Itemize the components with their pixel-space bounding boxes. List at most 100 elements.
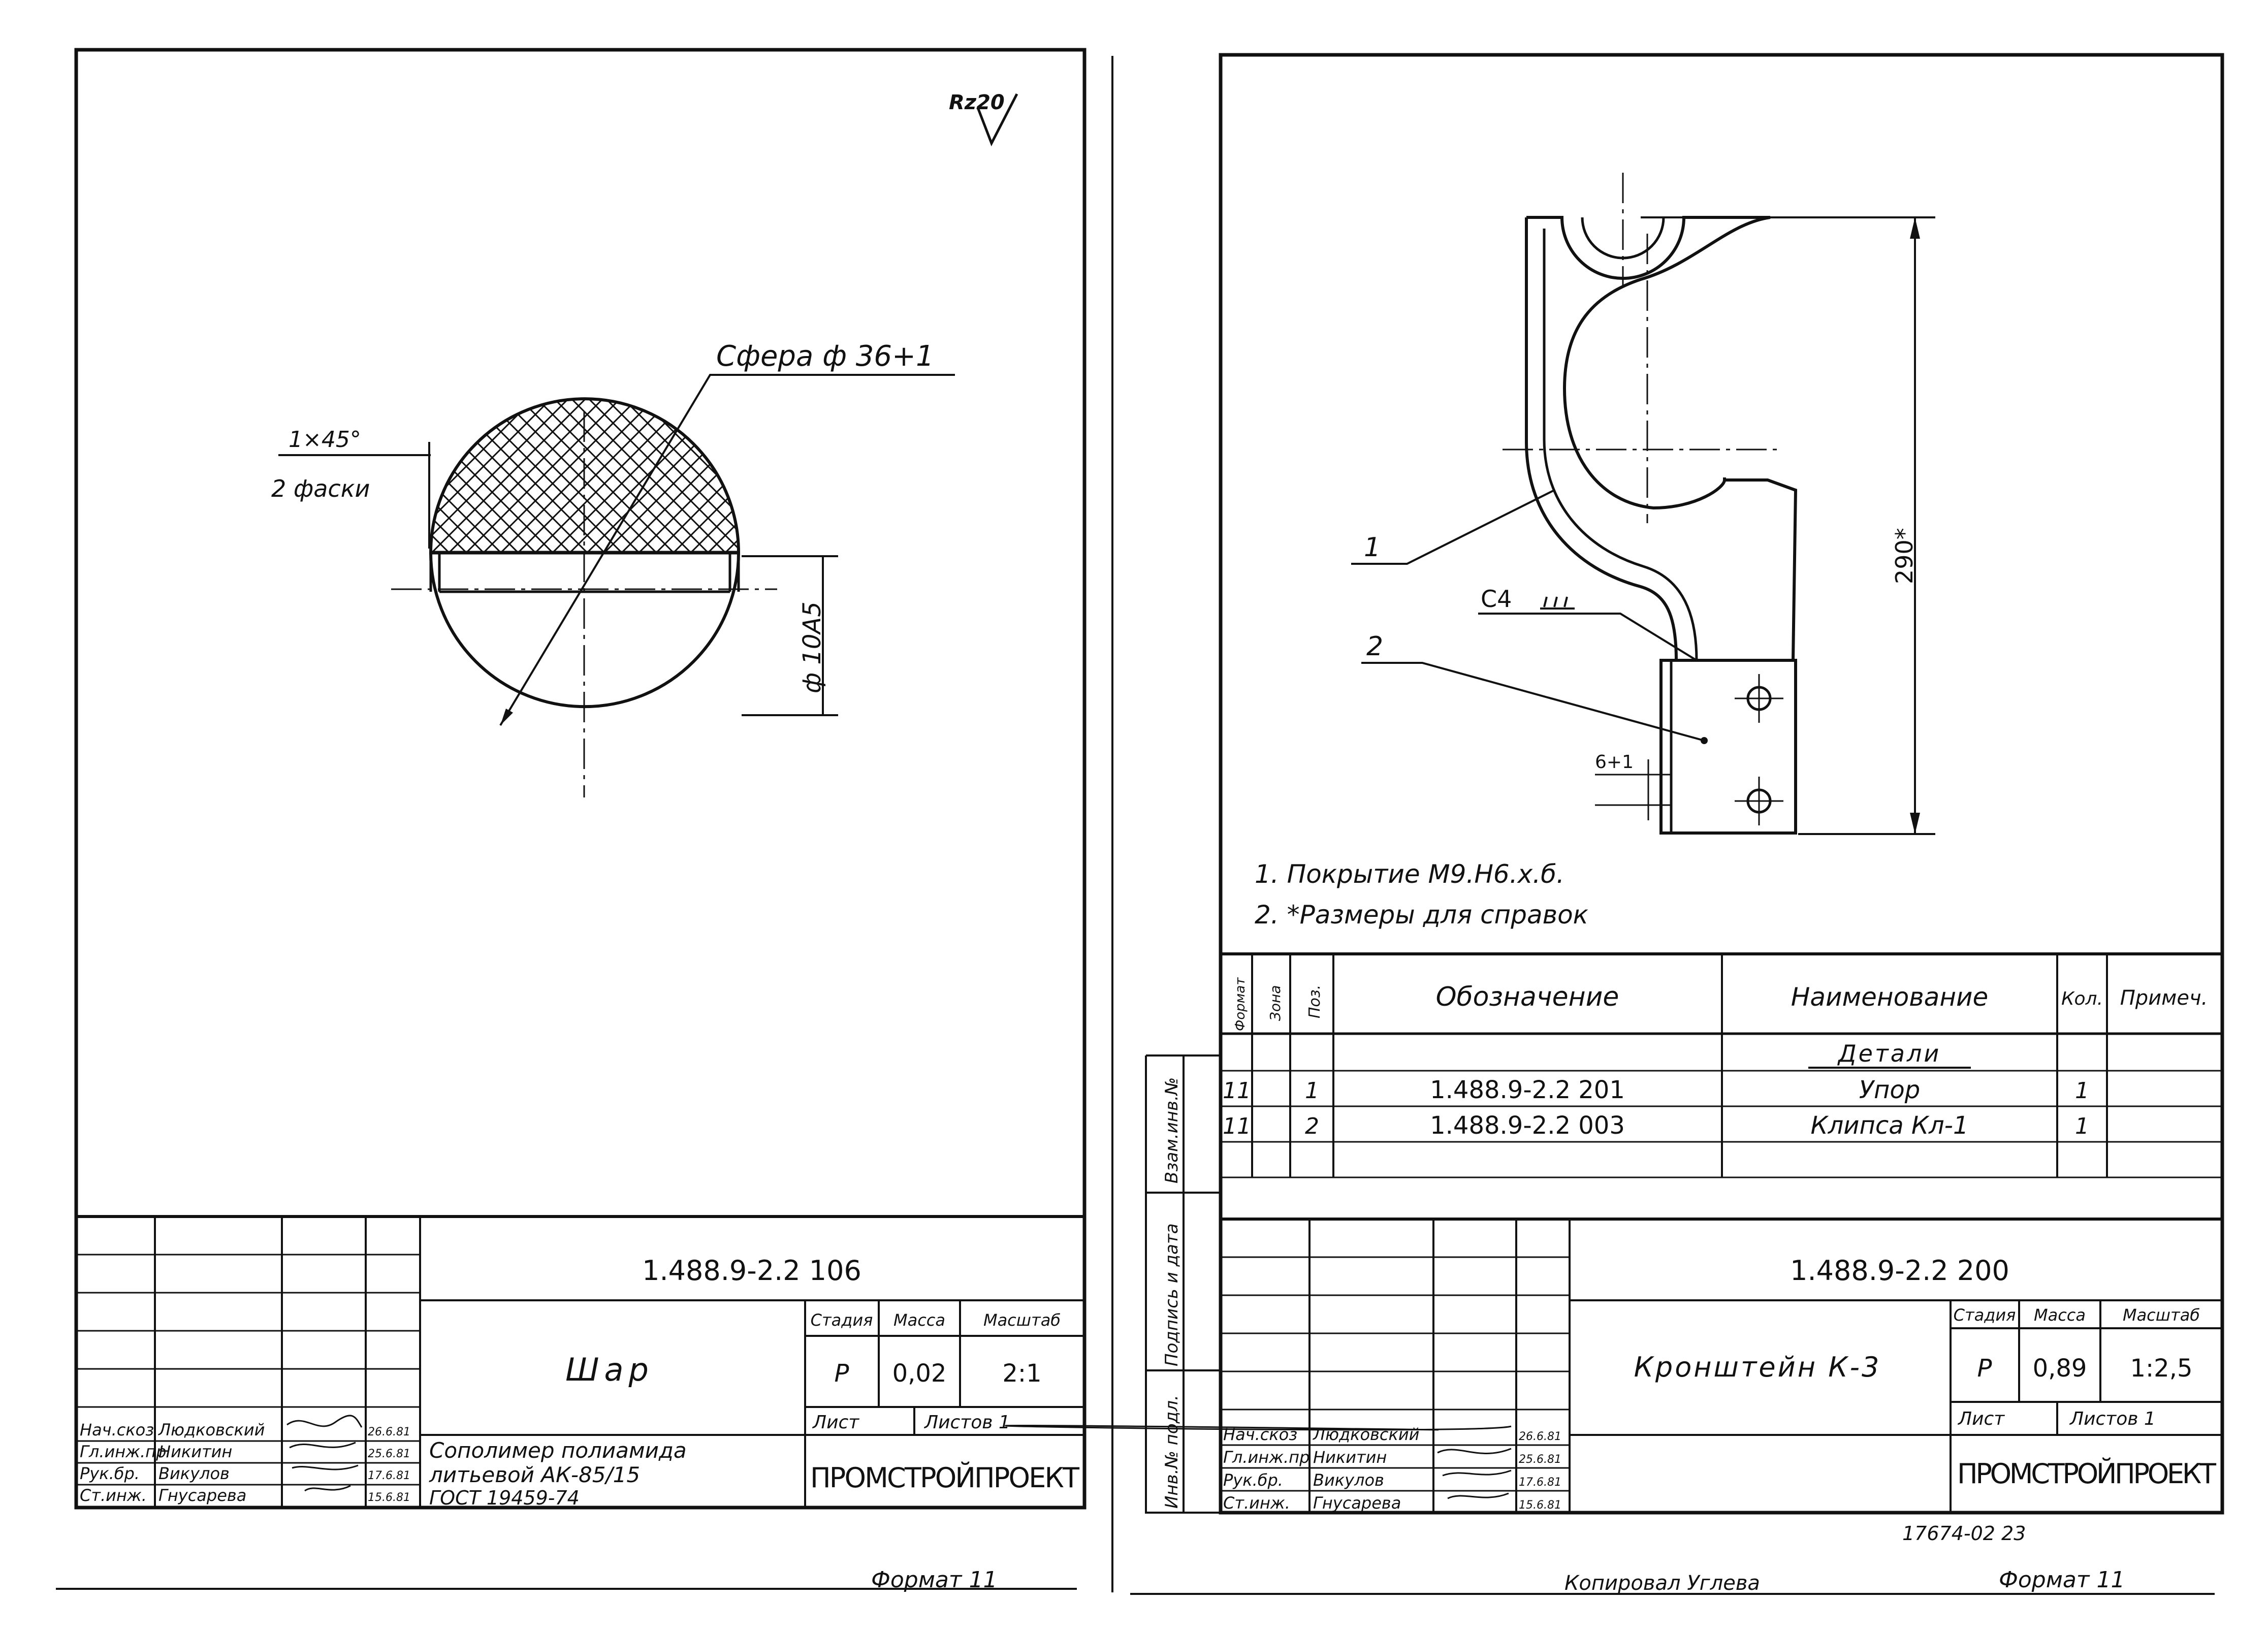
hole-dimension-lines (742, 555, 838, 716)
left-sheet-label: Лист (812, 1412, 859, 1433)
chamfer-leader (278, 442, 431, 549)
left-sheets-label: Листов 1 (923, 1412, 1010, 1433)
roughness-label: Rz20 (949, 91, 1005, 114)
left-name-1: Никитин (158, 1442, 232, 1461)
side-label-0: Взам.инв.№ (1162, 1077, 1182, 1183)
spec-table: Формат Зона Поз. Обозначение Наименовани… (1221, 952, 2222, 1220)
left-mass-label: Масса (893, 1310, 945, 1330)
callout-2: 2 (1366, 631, 1383, 662)
header-zone: Зона (1267, 985, 1284, 1021)
left-stage-label: Стадия (811, 1310, 873, 1330)
right-scale-label: Масштаб (2123, 1305, 2200, 1325)
right-role-2: Рук.бр. (1223, 1470, 1283, 1490)
left-date-0: 26.6.81 (368, 1426, 410, 1438)
bracket-part: 290* 6+1 1 2 С4 (1351, 173, 1935, 835)
left-role-2: Рук.бр. (80, 1464, 140, 1483)
leader-arrow (500, 709, 513, 725)
row-0-pos: 1 (1305, 1078, 1319, 1104)
right-date-3: 15.6.81 (1519, 1499, 1561, 1512)
row-1-pos: 2 (1305, 1113, 1319, 1139)
row-1-designation: 1.488.9-2.2 003 (1430, 1111, 1625, 1140)
chamfer-count: 2 фаски (271, 475, 370, 502)
thickness-dimension-lines (1595, 759, 1671, 820)
right-sheet: Взам.инв.№ Подпись и дата Инв.№ подл. 29… (1005, 53, 2224, 1595)
chamfer-dimension: 1×45° (289, 427, 361, 453)
left-name-2: Викулов (158, 1464, 230, 1483)
side-label-2: Инв.№ подл. (1162, 1395, 1182, 1509)
bracket-right-edge (1723, 477, 1798, 661)
bracket-inner-curve (1562, 216, 1771, 510)
right-signatures (1005, 1424, 1512, 1499)
weld-leader (1478, 613, 1698, 661)
right-role-3: Ст.инж. (1223, 1493, 1290, 1513)
left-scale: 2:1 (1002, 1359, 1041, 1388)
right-sheets-label: Листов 1 (2069, 1409, 2156, 1429)
left-sheet: Rz20 Сфера ф 36+1 1×45° 2 фаски ф 10А5 (56, 48, 1087, 1593)
row-0-designation: 1.488.9-2.2 201 (1430, 1076, 1625, 1104)
left-date-3: 15.6.81 (368, 1491, 410, 1504)
row-0-format: 11 (1223, 1078, 1251, 1104)
height-dimension: 290* (1891, 528, 1918, 584)
left-format: Формат 11 (871, 1567, 998, 1593)
archive-number: 17674-02 23 (1902, 1522, 2026, 1545)
left-part-name: Шар (565, 1351, 654, 1388)
left-role-3: Ст.инж. (80, 1486, 147, 1505)
left-role-1: Гл.инж.пр (80, 1442, 166, 1461)
header-designation: Обозначение (1436, 982, 1619, 1012)
right-title-block: 1.488.9-2.2 200 Кронштейн К-3 Стадия Мас… (1005, 1218, 2222, 1513)
side-label-1: Подпись и дата (1162, 1223, 1182, 1366)
left-stage: Р (835, 1359, 849, 1388)
sphere-part: Сфера ф 36+1 1×45° 2 фаски ф 10А5 (271, 340, 955, 797)
note-2: 2. *Размеры для справок (1255, 900, 1588, 930)
left-sheet-frame (74, 48, 1087, 1510)
row-0-qty: 1 (2075, 1078, 2089, 1104)
header-pos: Поз. (1306, 985, 1324, 1018)
right-name-1: Никитин (1313, 1448, 1387, 1467)
height-dimension-lines (1641, 216, 1935, 835)
right-name-0: Людковский (1313, 1425, 1419, 1444)
left-scale-label: Масштаб (983, 1310, 1061, 1330)
bracket-center-lines (1503, 173, 1780, 523)
sphere-diameter-leader (499, 374, 955, 726)
header-format: Формат (1233, 977, 1248, 1031)
right-format: Формат 11 (1999, 1567, 2125, 1593)
callout-1: 1 (1364, 532, 1381, 563)
left-title-block: 1.488.9-2.2 106 Шар Стадия Масса Масштаб… (76, 1215, 1084, 1509)
bracket-left-edge (1525, 217, 1678, 661)
roughness-mark (976, 93, 1018, 147)
center-lines (391, 411, 777, 797)
left-material-1: Сополимер полиамида (429, 1438, 687, 1463)
header-name: Наименование (1791, 982, 1989, 1012)
callout-1-leader (1351, 489, 1555, 565)
right-scale: 1:2,5 (2130, 1354, 2192, 1383)
right-date-2: 17.6.81 (1519, 1476, 1561, 1489)
clip-hole-centers (1735, 674, 1783, 825)
left-designation: 1.488.9-2.2 106 (642, 1255, 861, 1287)
clip-plate (1659, 659, 1797, 835)
bracket-inner-edge (1543, 229, 1698, 661)
right-org: ПРОМСТРОЙПРОЕКТ (1957, 1458, 2217, 1490)
left-signatures (286, 1415, 363, 1492)
right-mass: 0,89 (2033, 1354, 2087, 1383)
section-details: Детали (1837, 1040, 1941, 1067)
side-strip (1145, 1054, 1221, 1514)
left-name-3: Гнусарева (158, 1486, 246, 1505)
row-0-name: Упор (1859, 1076, 1920, 1104)
thickness-dimension: 6+1 (1595, 752, 1634, 773)
right-name-3: Гнусарева (1313, 1493, 1401, 1513)
right-mass-label: Масса (2034, 1305, 2086, 1325)
right-name-2: Викулов (1313, 1470, 1384, 1490)
left-date-1: 25.6.81 (368, 1448, 410, 1460)
header-qty: Кол. (2061, 988, 2103, 1009)
right-designation: 1.488.9-2.2 200 (1790, 1255, 2009, 1287)
row-1-qty: 1 (2075, 1113, 2089, 1139)
right-part-name: Кронштейн К-3 (1634, 1351, 1881, 1383)
sphere-dimension: Сфера ф 36+1 (716, 340, 934, 373)
note-1: 1. Покрытие М9.Н6.х.б. (1255, 859, 1564, 889)
bore (429, 553, 740, 593)
row-1-format: 11 (1223, 1113, 1251, 1139)
right-role-1: Гл.инж.пр (1223, 1448, 1309, 1467)
left-mass: 0,02 (892, 1359, 947, 1388)
copied-by: Копировал Углева (1564, 1572, 1760, 1595)
